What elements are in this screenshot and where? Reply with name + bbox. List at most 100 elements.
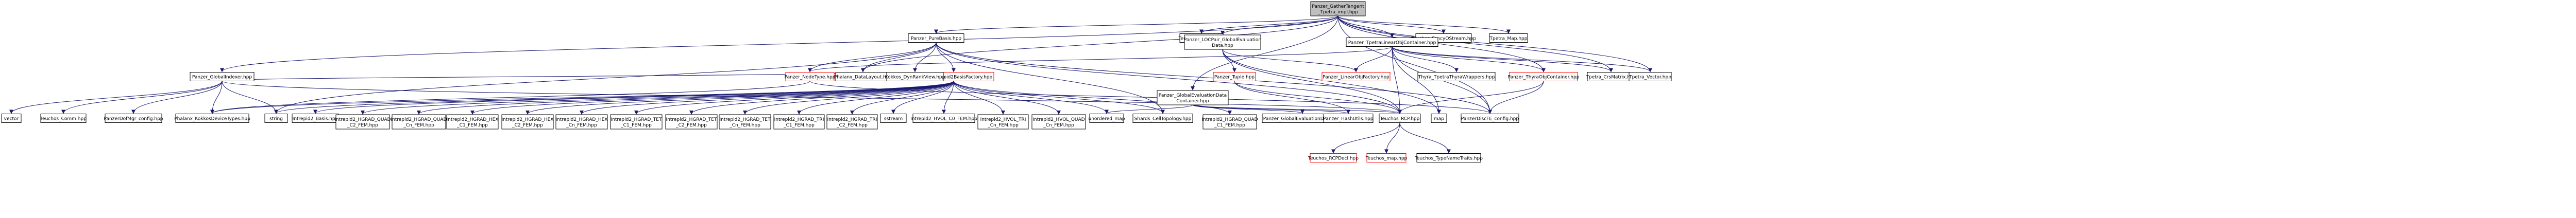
node-sstream[interactable]: sstream xyxy=(880,114,907,123)
node-hvolTri[interactable]: Intrepid2_HVOL_TRI_Cn_FEM.hpp xyxy=(977,114,1029,130)
edge-root-to-pureBasis xyxy=(934,15,1338,34)
node-hashUtils[interactable]: Panzer_HashUtils.hpp xyxy=(1323,114,1374,123)
node-tetC1[interactable]: Intrepid2_HGRAD_TET_C1_FEM.hpp xyxy=(610,114,663,130)
node-box xyxy=(1184,34,1261,50)
edge-thyraObj-to-rcp xyxy=(1398,81,1544,114)
edge-gedContainer-to-unorderedMap xyxy=(1105,104,1193,114)
node-label: Tpetra_Vector.hpp xyxy=(1629,75,1671,80)
node-label: vector xyxy=(4,117,19,122)
node-kokkosDyn[interactable]: Kokkos_DynRankView.hpp xyxy=(885,72,945,81)
node-rcpDecl[interactable]: Teuchos_RCPDecl.hpp xyxy=(1308,153,1359,162)
edge-rcp-to-teuchosMap xyxy=(1384,122,1400,154)
node-label: _Cn_FEM.hpp xyxy=(987,123,1019,128)
edge-pureBasis-to-intrepidFactory xyxy=(936,42,956,72)
node-hexC2[interactable]: Intrepid2_HGRAD_HEX_C2_FEM.hpp xyxy=(501,114,554,130)
node-box xyxy=(1431,114,1447,123)
node-label: Panzer_PureBasis.hpp xyxy=(911,37,962,42)
node-label: Intrepid2_HGRAD_HEX xyxy=(556,117,608,122)
node-phalanx[interactable]: Phalanx_DataLayout.hpp xyxy=(834,72,892,81)
edge-tpetraLOC-to-map xyxy=(1392,46,1441,114)
edge-intrepidFactory-to-triC2 xyxy=(850,81,954,115)
node-label: Intrepid2_HGRAD_TET xyxy=(666,117,717,122)
node-tpetraVector[interactable]: Tpetra_Vector.hpp xyxy=(1629,72,1672,81)
node-intrepidBasis[interactable]: Intrepid2_Basis.hpp xyxy=(292,114,339,123)
node-label: _Tpetra_impl.hpp xyxy=(1317,10,1358,15)
node-label: Intrepid2_HGRAD_QUAD xyxy=(391,117,447,122)
node-vector[interactable]: vector xyxy=(1,114,22,123)
node-label: Panzer_ThyraObjContainer.hpp xyxy=(1508,75,1580,80)
node-box xyxy=(105,114,162,123)
node-label: Phalanx_KokkosDeviceTypes.hpp xyxy=(174,117,250,122)
edge-root-to-tpetraVector xyxy=(1337,15,1652,72)
edge-intrepidFactory-to-intrepidBasis xyxy=(313,81,954,114)
node-label: Shards_CellTopology.hpp xyxy=(1134,117,1192,122)
node-hvolQuad[interactable]: Intrepid2_HVOL_QUAD_Cn_FEM.hpp xyxy=(1031,114,1086,130)
node-label: Panzer_NodeType.hpp xyxy=(785,75,836,80)
node-globalIndexer[interactable]: Panzer_GlobalIndexer.hpp xyxy=(190,72,255,81)
node-thyraWrappers[interactable]: Thyra_TpetraThyraWrappers.hpp xyxy=(1417,72,1496,81)
node-nodeType[interactable]: Panzer_NodeType.hpp xyxy=(785,72,836,81)
node-tuple[interactable]: Panzer_Tuple.hpp xyxy=(1213,72,1256,81)
edge-globalIndexer-to-phalanx xyxy=(222,71,865,81)
node-tpetra_map[interactable]: Tpetra_Map.hpp xyxy=(1489,33,1528,43)
node-string[interactable]: string xyxy=(264,114,288,123)
edge-locpair-to-map xyxy=(1222,49,1441,114)
edge-layer xyxy=(9,15,1652,154)
edge-tpetraLOC-to-linearObjFactory xyxy=(1354,46,1393,72)
edge-intrepidFactory-to-hexCn xyxy=(580,81,954,115)
node-thyraObj[interactable]: Panzer_ThyraObjContainer.hpp xyxy=(1508,72,1580,81)
node-crsMatrix[interactable]: Tpetra_CrsMatrix.hpp xyxy=(1586,72,1636,81)
node-label: _Cn_FEM.hpp xyxy=(1043,123,1074,128)
edge-root-to-globalIndexer xyxy=(220,15,1338,72)
node-triC1[interactable]: Intrepid2_HGRAD_TRI_C1_FEM.hpp xyxy=(773,114,825,130)
edge-tpetraLOC-to-thyraObj xyxy=(1392,46,1546,72)
node-label: Kokkos_DynRankView.hpp xyxy=(885,75,945,80)
node-tetCn[interactable]: Intrepid2_HGRAD_TET_Cn_FEM.hpp xyxy=(719,114,771,130)
edge-tpetraLOC-to-tpetraVector xyxy=(1392,46,1652,72)
node-label: Teuchos_RCP.hpp xyxy=(1380,117,1420,122)
edge-root-to-fancy xyxy=(1337,15,1446,34)
node-label: Tpetra_Map.hpp xyxy=(1489,37,1528,42)
node-unorderedMap[interactable]: unordered_map xyxy=(1089,114,1125,123)
node-quadC1[interactable]: Intrepid2_HGRAD_QUAD_C1_FEM.hpp xyxy=(1201,114,1258,130)
node-rcp[interactable]: Teuchos_RCP.hpp xyxy=(1379,114,1421,123)
node-locpair[interactable]: Panzer_LOCPair_GlobalEvaluationData.hpp xyxy=(1184,34,1261,50)
edge-pureBasis-to-string xyxy=(274,42,937,114)
node-box xyxy=(392,114,446,130)
edge-tuple-to-hashUtils xyxy=(1234,81,1350,114)
node-kokkosDeviceTypes[interactable]: Phalanx_KokkosDeviceTypes.hpp xyxy=(174,114,250,123)
node-map[interactable]: map xyxy=(1431,114,1447,123)
node-linearObjFactory[interactable]: Panzer_LinearObjFactory.hpp xyxy=(1321,72,1391,81)
node-label: Panzer_Tuple.hpp xyxy=(1214,75,1255,80)
node-box xyxy=(1,114,22,123)
node-quadC2[interactable]: Intrepid2_HGRAD_QUAD_C2_FEM.hpp xyxy=(334,114,391,130)
node-tetC2[interactable]: Intrepid2_HGRAD_TET_C2_FEM.hpp xyxy=(665,114,718,130)
node-quadCn[interactable]: Intrepid2_HGRAD_QUAD_Cn_FEM.hpp xyxy=(391,114,447,130)
node-teuchosComm[interactable]: Teuchos_Comm.hpp xyxy=(40,114,87,123)
node-typeNameTraits[interactable]: Teuchos_TypeNameTraits.hpp xyxy=(1414,153,1483,162)
node-box xyxy=(501,114,554,130)
node-box xyxy=(908,33,964,43)
node-label: string xyxy=(269,117,283,122)
node-root[interactable]: Panzer_GatherTangent_Tpetra_impl.hpp xyxy=(1310,1,1366,16)
node-label: Phalanx_DataLayout.hpp xyxy=(834,75,892,80)
node-discFE[interactable]: PanzerDiscFE_config.hpp xyxy=(1461,114,1519,123)
node-label: Intrepid2_HGRAD_TRI xyxy=(827,117,877,122)
node-shards[interactable]: Shards_CellTopology.hpp xyxy=(1132,114,1193,123)
node-teuchosMap[interactable]: Teuchos_map.hpp xyxy=(1365,153,1408,162)
node-tpetraLOC[interactable]: Panzer_TpetraLinearObjContainer.hpp xyxy=(1346,38,1438,47)
node-label: _C1_FEM.hpp xyxy=(620,123,652,128)
node-hexCn[interactable]: Intrepid2_HGRAD_HEX_Cn_FEM.hpp xyxy=(555,114,608,130)
node-box xyxy=(719,114,771,130)
node-dofMgr[interactable]: PanzerDofMgr_config.hpp xyxy=(104,114,163,123)
node-hexC1[interactable]: Intrepid2_HGRAD_HEX_C1_FEM.hpp xyxy=(446,114,499,130)
edge-rcp-to-rcpDecl xyxy=(1331,122,1400,154)
node-label: Teuchos_map.hpp xyxy=(1365,156,1408,161)
edge-intrepidFactory-to-triC1 xyxy=(797,81,954,115)
node-pureBasis[interactable]: Panzer_PureBasis.hpp xyxy=(908,33,964,43)
node-triC2[interactable]: Intrepid2_HGRAD_TRI_C2_FEM.hpp xyxy=(826,114,878,130)
node-hvolC0[interactable]: Intrepid2_HVOL_C0_FEM.hpp xyxy=(910,114,977,123)
edge-intrepidFactory-to-hexC1 xyxy=(470,81,954,115)
edge-intrepidFactory-to-tetC2 xyxy=(689,81,954,115)
